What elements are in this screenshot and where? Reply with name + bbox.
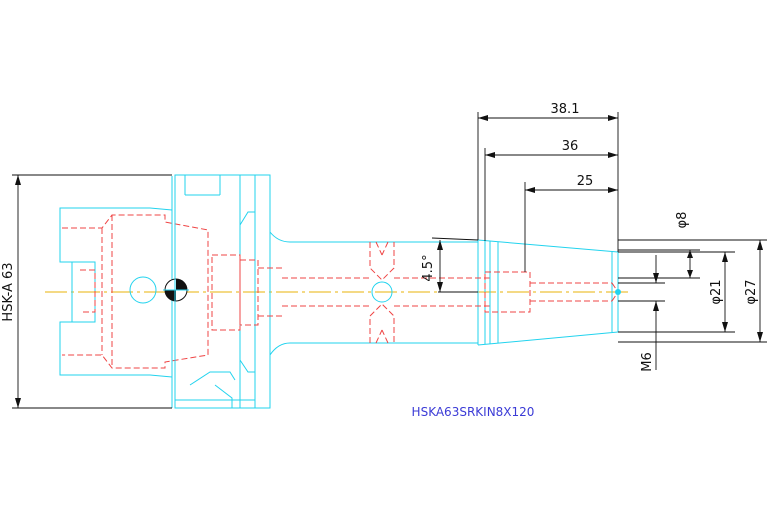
label-m6: M6: [640, 352, 655, 372]
dimension-25: [524, 182, 618, 272]
label-phi8: φ8: [675, 212, 690, 229]
label-38-1: 38.1: [551, 102, 580, 117]
cross-hole: [369, 241, 395, 344]
flange-hidden: [211, 254, 370, 331]
part-number-label: HSKA63SRKIN8X120: [412, 405, 535, 419]
dimension-phi21: [618, 251, 735, 333]
label-hsk: HSK-A 63: [1, 262, 16, 321]
label-angle: 4.5°: [421, 254, 436, 281]
nose-center-mark: [615, 289, 621, 295]
dimension-phi27: [618, 239, 767, 343]
dimension-phi8: [618, 249, 700, 279]
dimension-38-1: [477, 112, 619, 252]
shrink-bore-hidden: [484, 271, 619, 313]
label-36: 36: [562, 139, 579, 154]
label-phi27: φ27: [744, 279, 759, 304]
label-25: 25: [577, 174, 594, 189]
body-bore-hidden: [394, 277, 490, 307]
dimension-angle: [431, 237, 479, 293]
center-mark-symbol: [163, 278, 189, 302]
label-phi21: φ21: [709, 279, 724, 304]
dimension-m6: [618, 255, 665, 370]
hsk-shank-hidden: [62, 214, 209, 369]
hsk-shank-outline: [59, 176, 173, 408]
shank-hole: [129, 276, 157, 304]
dimension-36: [484, 148, 618, 241]
dimension-hsk: [12, 174, 172, 409]
tool-body-outline: [269, 231, 479, 356]
